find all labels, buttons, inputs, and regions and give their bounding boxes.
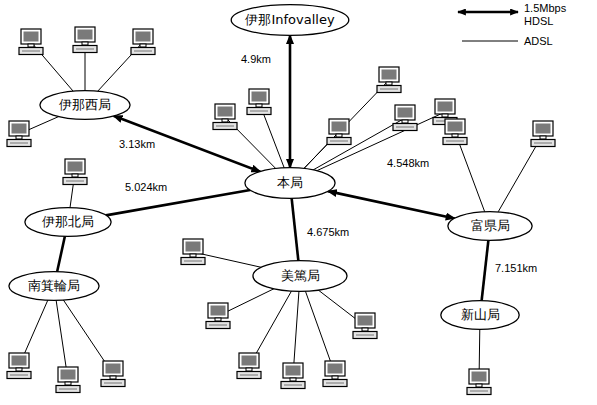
computer-icon bbox=[56, 367, 80, 393]
computer-icon bbox=[237, 353, 261, 379]
adsl-lines bbox=[19, 40, 543, 382]
computer-icon bbox=[19, 29, 43, 55]
station-ellipse: 富県局 bbox=[447, 211, 533, 241]
link-line bbox=[482, 240, 489, 301]
distance-label: 4.548km bbox=[386, 157, 430, 170]
station-ellipse: 美篤局 bbox=[252, 260, 348, 292]
computer-icon bbox=[73, 27, 97, 53]
computer-icon bbox=[101, 361, 125, 387]
link-line bbox=[106, 190, 250, 215]
computer-icon bbox=[281, 363, 305, 389]
computer-icon bbox=[393, 105, 417, 131]
computer-icon bbox=[443, 119, 467, 145]
computer-icon bbox=[181, 239, 205, 265]
computer-icon bbox=[327, 119, 351, 145]
link-line bbox=[57, 236, 65, 272]
station-ellipse: 本局 bbox=[244, 167, 336, 199]
station-name: 新山局 bbox=[461, 308, 500, 322]
link-line bbox=[328, 191, 455, 218]
distance-label: 7.151km bbox=[494, 262, 538, 275]
computer-icon bbox=[467, 369, 491, 395]
computer-icon bbox=[206, 303, 230, 329]
legend-text: 1.5Mbps HDSL bbox=[524, 2, 580, 28]
computer-icon bbox=[213, 104, 237, 130]
station-ellipse: 伊那Infovalley bbox=[230, 4, 350, 36]
computer-icon bbox=[131, 29, 155, 55]
computer-icon bbox=[7, 353, 31, 379]
station-ellipse: 伊那北局 bbox=[24, 207, 112, 237]
computer-icon bbox=[323, 361, 347, 387]
computer-icon bbox=[377, 67, 401, 93]
station-name: 伊那西局 bbox=[59, 98, 111, 112]
distance-label: 4.675km bbox=[306, 226, 350, 239]
computer-icons bbox=[7, 27, 555, 395]
computer-icon bbox=[7, 121, 31, 147]
legend-adsl-sample bbox=[462, 41, 518, 42]
computer-icon bbox=[531, 121, 555, 147]
station-ellipse: 新山局 bbox=[440, 300, 520, 330]
distance-label: 3.13km bbox=[118, 138, 156, 151]
legend-text: ADSL bbox=[524, 35, 553, 48]
distance-label: 4.9km bbox=[240, 53, 272, 66]
station-ellipse: 伊那西局 bbox=[39, 90, 131, 120]
station-name: 本局 bbox=[277, 176, 303, 190]
link-line bbox=[113, 116, 260, 172]
station-name: 美篤局 bbox=[281, 269, 320, 283]
adsl-line bbox=[290, 80, 389, 183]
station-ellipse: 南箕輪局 bbox=[8, 271, 100, 301]
link-line bbox=[292, 198, 299, 261]
station-name: 富県局 bbox=[471, 219, 510, 233]
legend-hdsl-sample bbox=[458, 11, 518, 14]
station-name: 伊那Infovalley bbox=[245, 13, 334, 27]
computer-icon bbox=[63, 159, 87, 185]
computer-icon bbox=[353, 313, 377, 339]
station-name: 南箕輪局 bbox=[28, 279, 80, 293]
station-name: 伊那北局 bbox=[42, 215, 94, 229]
distance-label: 5.024km bbox=[124, 181, 168, 194]
computer-icon bbox=[247, 89, 271, 115]
link-line bbox=[289, 35, 292, 168]
